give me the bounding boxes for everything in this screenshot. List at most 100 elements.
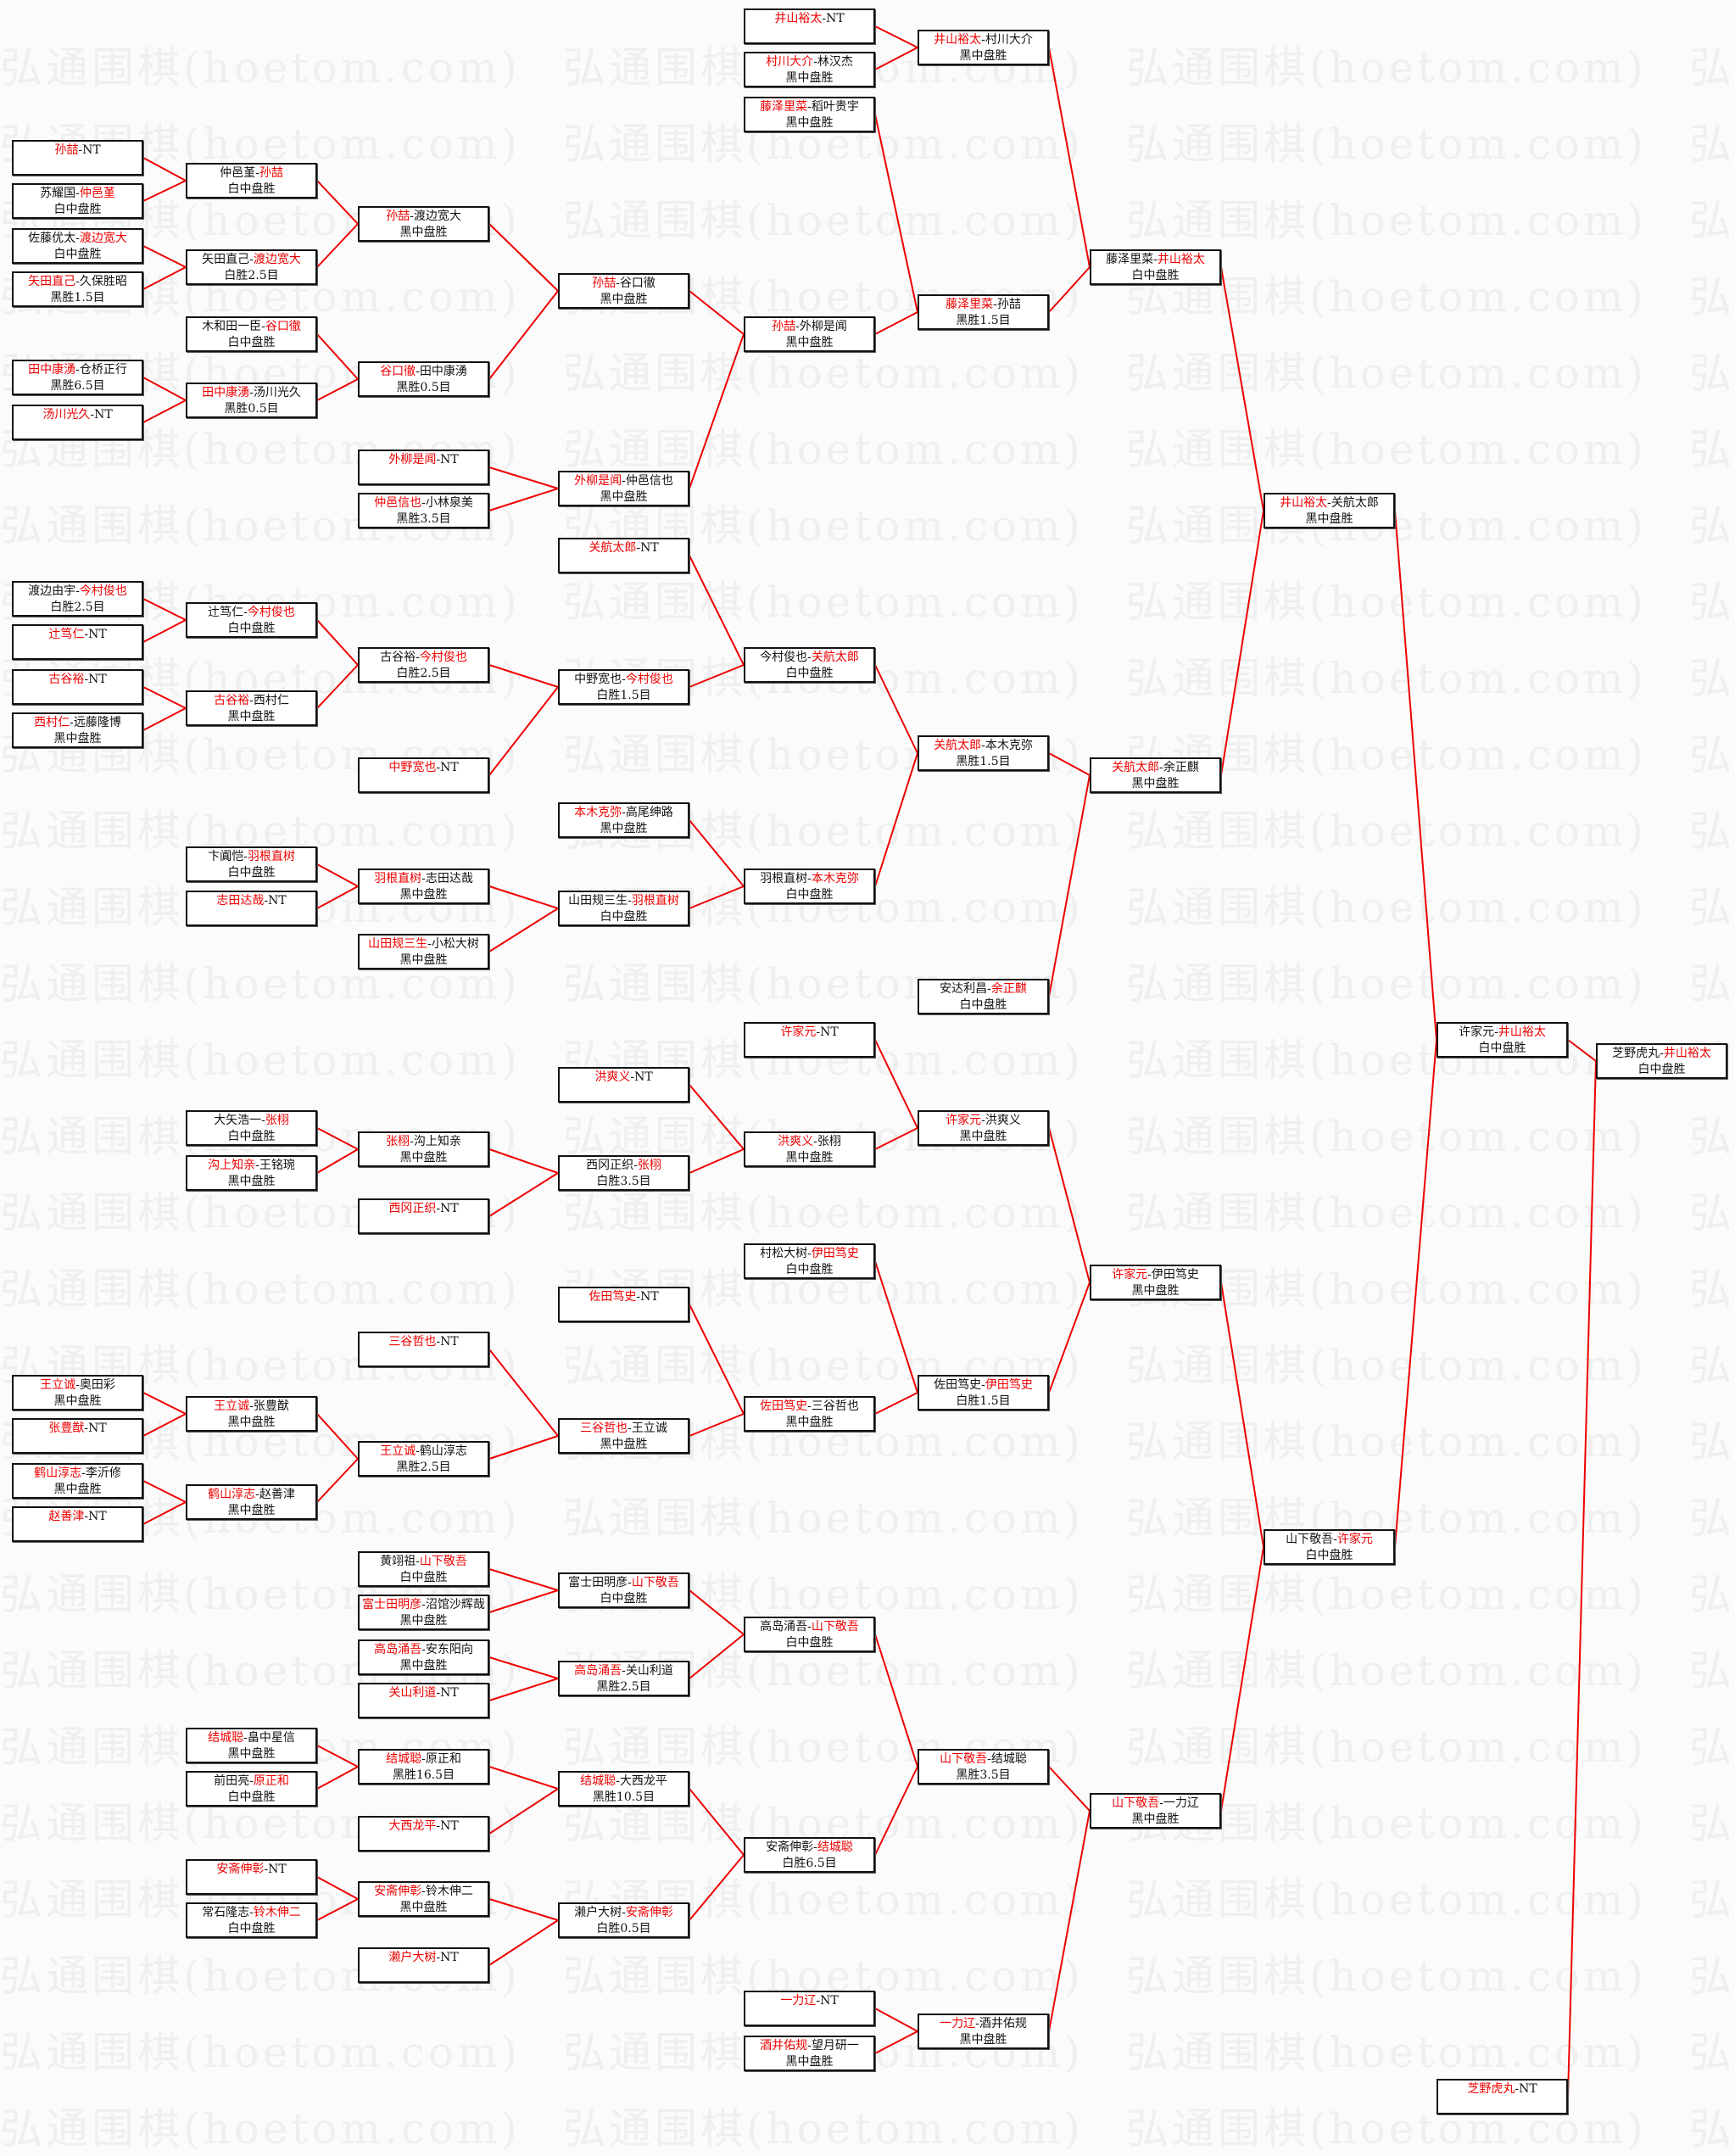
- match-players: 山田规三生-羽根直树: [560, 893, 688, 909]
- match-result: 黑胜3.5目: [396, 512, 451, 526]
- winner-name: 伊田笃史: [811, 1247, 859, 1260]
- player-name: 畠中星信: [247, 1731, 295, 1745]
- bracket-connector-line: [488, 223, 559, 292]
- winner-name: 山下敬吾: [1112, 1796, 1160, 1810]
- match-players: 高岛涌吾-安东阳向: [360, 1642, 488, 1658]
- player-name: 结城聪: [990, 1752, 1027, 1766]
- match-result: 黑中盘胜: [600, 822, 648, 835]
- bracket-connector-line: [1048, 47, 1091, 268]
- match-box: 藤泽里菜-井山裕太白中盘胜: [1090, 249, 1221, 285]
- match-result: 黑中盘胜: [785, 71, 834, 85]
- winner-name: 今村俊也: [247, 606, 295, 619]
- winner-name: 今村俊也: [419, 651, 467, 664]
- match-box: 鹤山淳志-李沂修黑中盘胜: [12, 1463, 143, 1499]
- match-result: 白中盘胜: [227, 1790, 276, 1804]
- bracket-connector-line: [142, 1413, 187, 1437]
- match-box: 富士田明彦-山下敬吾白中盘胜: [558, 1572, 689, 1608]
- separator: -: [243, 850, 248, 863]
- match-players: 外柳是闻-仲邑信也: [560, 473, 688, 489]
- match-box: 安斋伸彰-结城聪白胜6.5目: [744, 1837, 875, 1873]
- separator: -: [81, 1466, 86, 1480]
- match-result: 黑中盘胜: [785, 1416, 834, 1429]
- winner-name: 本木克弥: [574, 806, 622, 819]
- match-players: 中野宽也-今村俊也: [560, 672, 688, 688]
- match-result: 白中盘胜: [227, 866, 276, 880]
- match-result: 黑胜1.5目: [956, 314, 1011, 327]
- match-result: 黑中盘胜: [399, 1901, 448, 1914]
- winner-name: 渡边宽大: [253, 253, 301, 266]
- winner-name: 汤川光久: [42, 408, 91, 422]
- match-result: 黑胜3.5目: [956, 1768, 1011, 1782]
- winner-name: 芝野虎丸: [1467, 2082, 1515, 2096]
- match-result: 黑胜2.5目: [396, 1461, 451, 1474]
- player-name: 辻笃仁: [208, 606, 244, 619]
- bracket-connector-line: [316, 1127, 359, 1150]
- separator: -: [813, 1840, 817, 1854]
- player-name: NT: [88, 628, 107, 641]
- separator: -: [628, 894, 632, 908]
- player-name: 大西龙平: [619, 1774, 667, 1788]
- player-name: NT: [82, 143, 101, 157]
- player-name: 三谷哲也: [811, 1399, 859, 1413]
- winner-name: 佐田笃史: [589, 1290, 637, 1304]
- match-result: 黑胜0.5目: [224, 402, 279, 416]
- bracket-connector-line: [488, 885, 559, 909]
- separator: -: [1660, 1047, 1664, 1060]
- winner-name: 仲邑堇: [79, 187, 115, 200]
- match-result: 黑胜1.5目: [50, 291, 105, 304]
- player-name: NT: [440, 1686, 459, 1700]
- match-players: 安达利昌-余正麒: [919, 981, 1047, 997]
- winner-name: 谷口徹: [265, 320, 301, 333]
- match-box: 辻笃仁-NT: [12, 624, 143, 660]
- bracket-connector-line: [1567, 1060, 1597, 2097]
- separator: -: [410, 209, 414, 223]
- player-name: 汤川光久: [253, 386, 301, 399]
- winner-name: 沟上知亲: [208, 1159, 256, 1172]
- separator: -: [243, 1731, 248, 1745]
- match-box: 大矢浩一-张栩白中盘胜: [186, 1110, 317, 1146]
- player-name: NT: [634, 1070, 653, 1084]
- match-box: 古谷裕-今村俊也白胜2.5目: [358, 647, 489, 683]
- match-result: 黑中盘胜: [785, 116, 834, 130]
- bracket-connector-line: [1048, 1766, 1091, 1812]
- winner-name: 山下敬吾: [419, 1555, 467, 1568]
- match-result: 黑中盘胜: [227, 1416, 276, 1429]
- bracket-connector-line: [316, 1876, 359, 1900]
- winner-name: 山下敬吾: [631, 1576, 679, 1589]
- winner-name: 许家元: [1112, 1268, 1148, 1282]
- winner-name: 西冈正织: [388, 1202, 437, 1215]
- player-name: 矢田直己: [202, 253, 250, 266]
- bracket-connector-line: [689, 1788, 745, 1856]
- separator: -: [416, 651, 420, 664]
- winner-name: 高岛涌吾: [374, 1643, 422, 1656]
- separator: -: [243, 606, 248, 619]
- match-box: 许家元-NT: [744, 1022, 875, 1058]
- separator: -: [90, 408, 95, 422]
- bracket-connector-line: [488, 1589, 559, 1613]
- player-name: 鹤山淳志: [419, 1444, 467, 1458]
- match-box: 卞阗恺-羽根直树白中盘胜: [186, 846, 317, 882]
- player-name: 大矢浩一: [214, 1114, 262, 1127]
- separator: -: [807, 1620, 812, 1634]
- player-name: 羽根直树: [760, 872, 808, 885]
- winner-name: 孙喆: [54, 143, 79, 157]
- bracket-connector-line: [142, 157, 187, 182]
- winner-name: 井山裕太: [1280, 496, 1328, 510]
- bracket-connector-line: [874, 1392, 918, 1415]
- match-box: 井山裕太-村川大介黑中盘胜: [918, 30, 1049, 65]
- match-result: 白中盘胜: [227, 182, 276, 196]
- winner-name: 关航太郎: [589, 541, 637, 555]
- winner-name: 井山裕太: [1498, 1025, 1546, 1039]
- match-result: 白中盘胜: [227, 336, 276, 349]
- winner-name: 山田规三生: [368, 937, 428, 951]
- match-box: 西冈正织-NT: [358, 1198, 489, 1234]
- player-name: 关山利道: [625, 1664, 673, 1678]
- bracket-connector-line: [142, 619, 187, 643]
- bracket-connector-line: [874, 1260, 918, 1394]
- separator: -: [261, 320, 265, 333]
- player-name: NT: [268, 894, 287, 908]
- bracket-connector-line: [316, 333, 359, 380]
- player-name: 关航太郎: [1331, 496, 1379, 510]
- match-players: 高岛涌吾-山下敬吾: [745, 1619, 873, 1635]
- bracket-connector-line: [488, 1656, 559, 1679]
